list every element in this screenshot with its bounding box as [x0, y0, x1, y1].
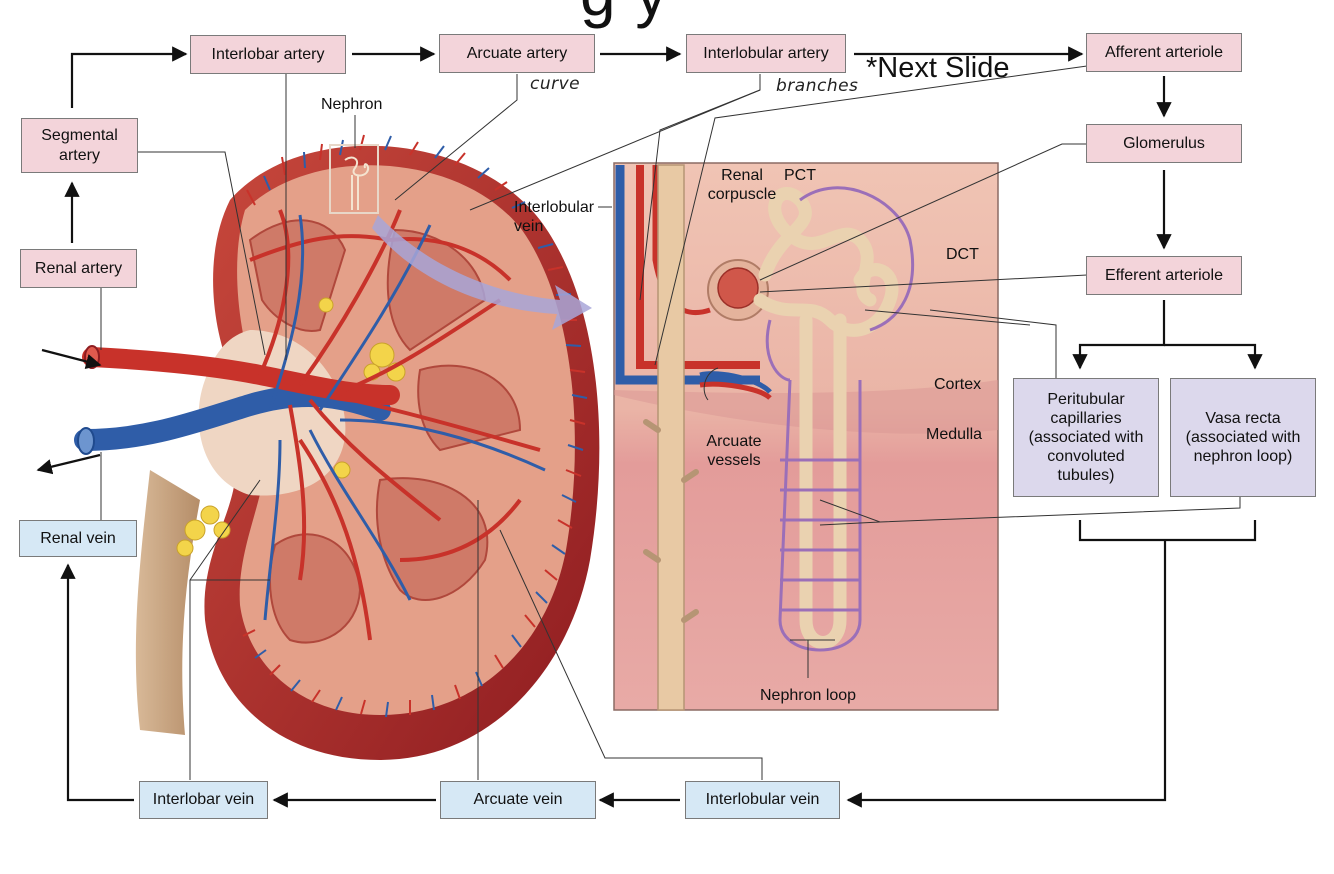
arcuate-vein-box: Arcuate vein [440, 781, 596, 819]
interlobular-vein-box: Interlobular vein [685, 781, 840, 819]
leader-lines [100, 65, 1241, 780]
zoom-arrow [372, 215, 592, 330]
vasa-recta-box: Vasa recta (associated with nephron loop… [1170, 378, 1316, 497]
next-slide-note: *Next Slide [866, 52, 1010, 84]
interlobular-artery-box: Interlobular artery [686, 34, 846, 73]
duct-branches [643, 419, 699, 623]
nephron-loop-label: Nephron loop [760, 687, 857, 704]
slide-title-fragment: g y [580, 0, 668, 30]
renal-vein-box: Renal vein [19, 520, 137, 557]
segmental-artery-box: Segmental artery [21, 118, 138, 173]
nephron-marker-box [329, 144, 379, 214]
renal-artery-vessel [82, 347, 400, 405]
handwritten-branches: branches [776, 76, 859, 96]
arcuate-artery-vessel [699, 381, 772, 400]
peritubular-capillaries-box: Peritubular capillaries (associated with… [1013, 378, 1159, 497]
arcuate-artery-box: Arcuate artery [439, 34, 595, 73]
glomerulus-tuft [717, 267, 759, 309]
renal-vein-opening [77, 427, 95, 455]
panel-vein [615, 165, 760, 385]
cortical-twigs [242, 134, 586, 715]
renal-tubules [753, 187, 899, 649]
cortex-label: Cortex [934, 376, 982, 393]
interlobular-vein-label: Interlobular vein [514, 199, 595, 236]
vein-branches [263, 214, 546, 621]
handwritten-curve: curve [530, 74, 581, 94]
nephron-miniature [344, 156, 370, 210]
glomerulus-box: Glomerulus [1086, 124, 1242, 163]
afferent-arteriole-box: Afferent arteriole [1086, 33, 1242, 72]
interlobar-artery-box: Interlobar artery [190, 35, 346, 74]
pct-label: PCT [784, 167, 816, 184]
flow-arrows [36, 46, 1263, 808]
arcuate-vein-vessel [699, 371, 772, 394]
dct-label: DCT [946, 246, 979, 263]
renal-artery-box: Renal artery [20, 249, 137, 288]
interlobar-vein-box: Interlobar vein [139, 781, 268, 819]
nephron-label: Nephron [321, 96, 383, 113]
renal-corpuscle-label: Renal corpuscle [707, 167, 777, 204]
efferent-arteriole-box: Efferent arteriole [1086, 256, 1242, 295]
medulla-label: Medulla [926, 426, 983, 443]
arcuate-vessels-label: Arcuate vessels [706, 433, 762, 470]
collecting-duct [657, 164, 685, 711]
cortical-vein-twigs [254, 135, 588, 718]
panel-artery [636, 165, 760, 369]
ureter [135, 470, 200, 735]
renal-pyramids [248, 219, 522, 644]
